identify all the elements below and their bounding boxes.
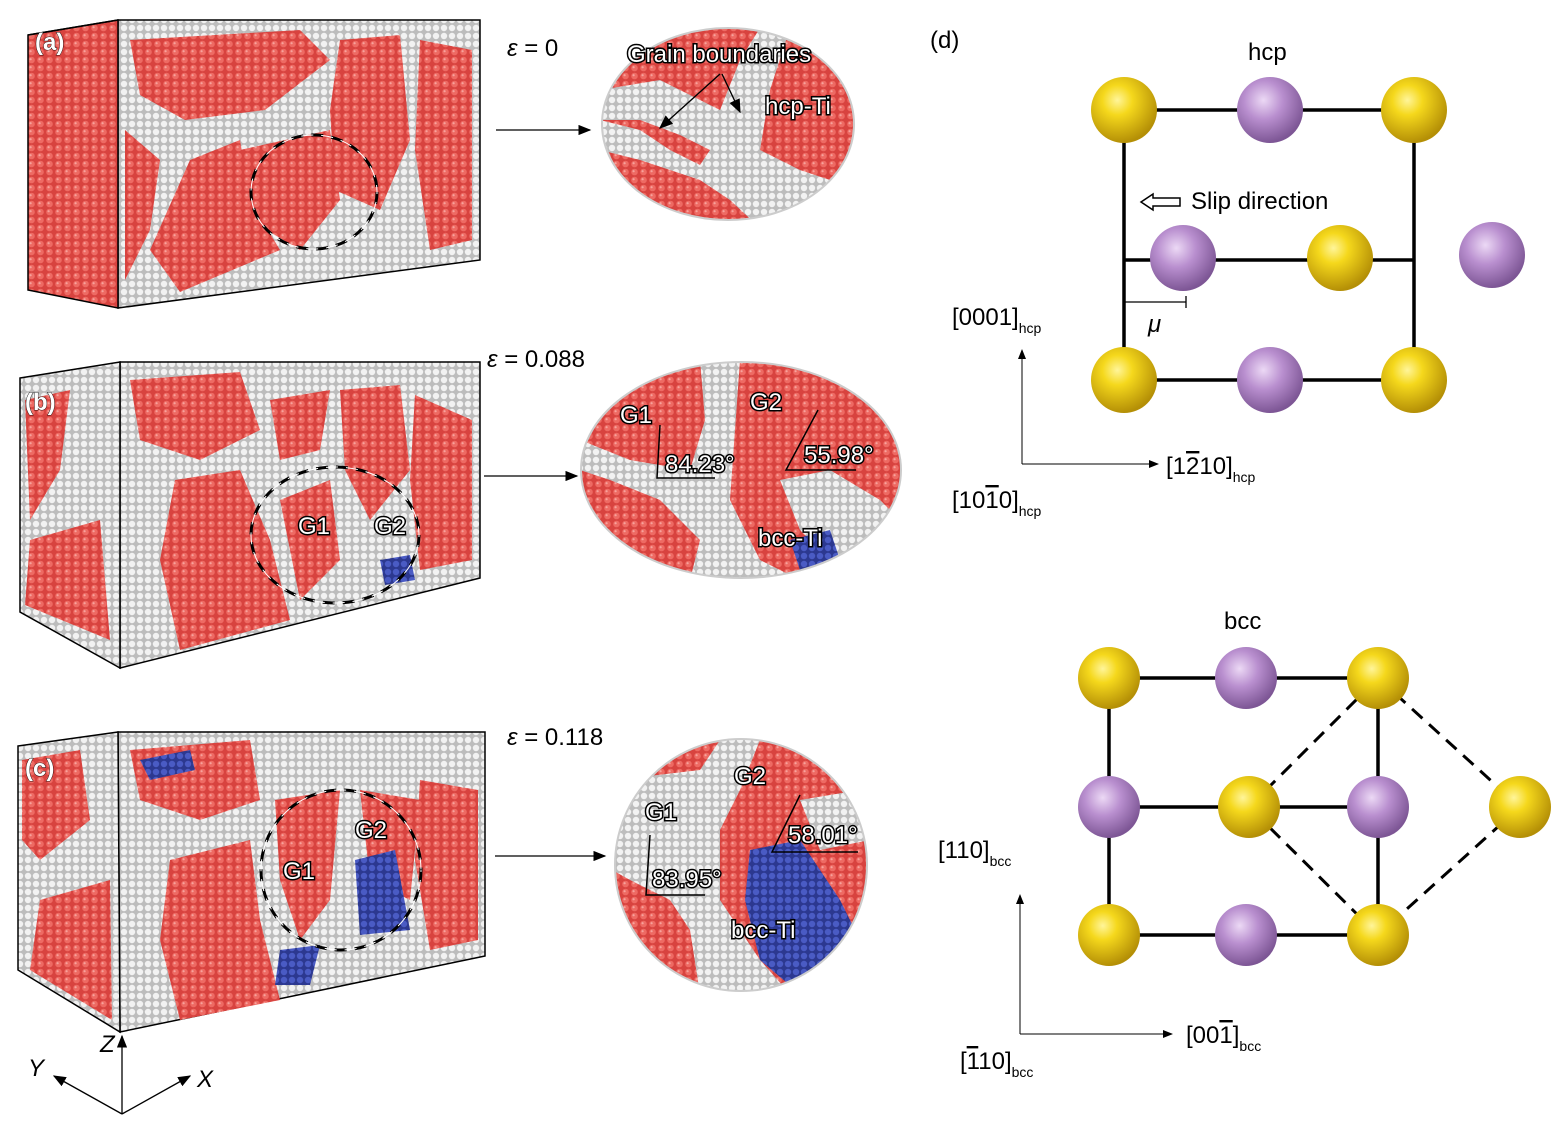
grain-boundaries-label: Grain boundaries	[627, 41, 811, 68]
bcc-title: bcc	[1224, 608, 1261, 635]
angle-label-58-01: 58.01°	[788, 822, 858, 849]
slip-direction-label: Slip direction	[1191, 188, 1328, 215]
panel-letter-a: (a)	[35, 29, 64, 56]
hcp-axis-out: [1010]hcp	[952, 487, 1042, 519]
bcc-ti-label-b: bcc-Ti	[758, 525, 822, 552]
bcc-atom-gold	[1347, 904, 1409, 966]
panel-b: G1 G2 (b) ε = 0.088 G1 G2 84.23° 55.98° …	[19, 346, 902, 670]
bcc-ti-label-c: bcc-Ti	[731, 917, 795, 944]
bcc-atom-gold	[1489, 776, 1551, 838]
hcp-atom-gold	[1381, 77, 1447, 143]
hcp-atom-gold	[1091, 77, 1157, 143]
bcc-axis-up: [110]bcc	[938, 837, 1011, 869]
zoom-view-c: G1 G2 83.95° 58.01° bcc-Ti	[614, 738, 868, 992]
hcp-axis-right: [1210]hcp	[1166, 453, 1256, 485]
simulation-box-a	[27, 19, 481, 309]
axes-3d: Z Y X	[28, 1031, 214, 1115]
bcc-axis-out: [110]bcc	[960, 1048, 1033, 1080]
hcp-atom-purple	[1459, 222, 1525, 288]
axis-x-label: X	[196, 1066, 214, 1093]
zoom-label-g2-b: G2	[750, 389, 782, 416]
panel-letter-d: (d)	[930, 27, 959, 54]
hcp-title: hcp	[1248, 39, 1287, 66]
bcc-atom-gold	[1347, 647, 1409, 709]
bcc-atom-gold	[1218, 776, 1280, 838]
box-label-g2-c: G2	[355, 817, 387, 844]
panel-d: (d) hcp Slip dir	[930, 27, 1551, 1080]
strain-label-c: ε = 0.118	[507, 724, 603, 751]
hcp-atom-gold	[1307, 225, 1373, 291]
bcc-lattice: bcc	[938, 608, 1551, 1080]
hcp-atom-gold	[1091, 347, 1157, 413]
hcp-axes	[1018, 349, 1159, 468]
hcp-axis-up: [0001]hcp	[952, 304, 1042, 336]
zoom-view-b: G1 G2 84.23° 55.98° bcc-Ti	[580, 361, 902, 579]
bcc-atom-gold	[1078, 904, 1140, 966]
panel-c: G1 G2 (c) ε = 0.118 G1 G2 83.95° 58.01° …	[17, 724, 868, 1034]
axis-y-label: Y	[28, 1055, 46, 1082]
box-label-g1-b: G1	[298, 513, 330, 540]
hcp-atom-purple	[1237, 347, 1303, 413]
mu-label: μ	[1147, 311, 1161, 338]
bcc-atom-gold	[1078, 647, 1140, 709]
bcc-atom-purple	[1215, 904, 1277, 966]
zoom-label-g1-b: G1	[620, 402, 652, 429]
box-label-g2-b: G2	[374, 513, 406, 540]
panel-letter-b: (b)	[25, 389, 56, 416]
zoom-view-a: Grain boundaries hcp-Ti	[601, 27, 855, 221]
slip-direction-arrow-icon	[1139, 192, 1181, 212]
panel-letter-c: (c)	[25, 755, 54, 782]
strain-label-b: ε = 0.088	[487, 346, 585, 373]
zoom-label-g1-c: G1	[645, 799, 677, 826]
simulation-box-b: G1 G2	[19, 361, 481, 670]
angle-label-55-98: 55.98°	[804, 442, 874, 469]
hcp-atom-purple	[1237, 77, 1303, 143]
axis-z-label: Z	[99, 1031, 116, 1058]
bcc-atom-purple	[1347, 776, 1409, 838]
hcp-atom-purple	[1150, 225, 1216, 291]
bcc-axes	[1016, 894, 1173, 1038]
strain-label-a: ε = 0	[507, 35, 558, 62]
simulation-box-c: G1 G2	[17, 731, 486, 1034]
angle-label-83-95: 83.95°	[652, 866, 722, 893]
bcc-atom-purple	[1078, 776, 1140, 838]
bcc-atom-purple	[1215, 647, 1277, 709]
zoom-label-g2-c: G2	[734, 763, 766, 790]
angle-label-84-23: 84.23°	[665, 451, 735, 478]
panel-a: (a) ε = 0 Grain boundaries hcp-Ti	[27, 19, 855, 309]
hcp-ti-label: hcp-Ti	[765, 93, 831, 120]
box-label-g1-c: G1	[283, 858, 315, 885]
hcp-lattice: hcp Slip direction μ	[952, 39, 1525, 519]
bcc-axis-right: [001]bcc	[1186, 1022, 1261, 1054]
hcp-atom-gold	[1381, 347, 1447, 413]
